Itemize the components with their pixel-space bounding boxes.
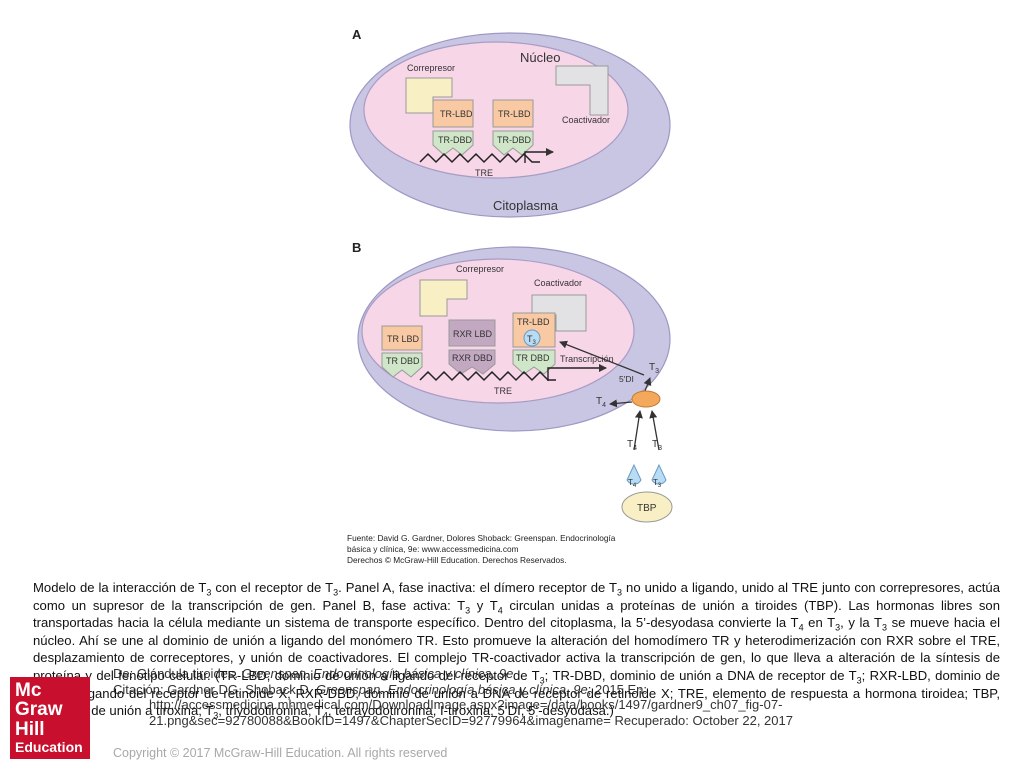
panel-b-tre-label: TRE [494, 386, 512, 396]
panel-b-label: B [352, 240, 361, 255]
panel-a-label: A [352, 27, 362, 42]
t3-bound-bubble [651, 463, 667, 485]
t3-entry-arrow [649, 410, 660, 451]
panel-b-tr-dbd-active [512, 349, 556, 375]
panel-b-transcription-label: Transcripción [560, 354, 614, 364]
panel-b-rxr-lbd [448, 319, 496, 347]
deiodinase-enzyme [631, 390, 661, 408]
panel-b-t3-label: T [649, 362, 655, 373]
panel-a-corepressor [405, 77, 453, 114]
panel-a-coactivator-label: Coactivador [562, 115, 610, 125]
source-line-3: Derechos © McGraw-Hill Education. Derech… [347, 555, 567, 565]
citation-line-1: De: Glándula tiroides. Greenspan. Endocr… [113, 666, 514, 681]
panel-b-corepressor [419, 279, 468, 317]
svg-text:T4: T4 [596, 396, 606, 409]
panel-b-tr-lbd-label: TR LBD [387, 334, 420, 344]
thyroid-hormone-diagram: A Núcleo Citoplasma Correpresor Coactiva… [347, 27, 673, 565]
t4-branch-arrow [609, 399, 633, 408]
citation-url-link[interactable]: http://accessmedicina.mhmedical.com/Down… [149, 697, 793, 728]
panel-a-tr-lbd-1-label: TR-LBD [440, 109, 473, 119]
deiodinase-label: 5'DI [619, 374, 634, 384]
tbp-protein [621, 491, 673, 523]
t3-bound-label: T [653, 478, 658, 487]
panel-b-tr-lbd [381, 325, 423, 351]
panel-b-transcription-arrow [547, 364, 607, 381]
panel-a-tr-dbd-1-label: TR-DBD [438, 135, 472, 145]
panel-a-nucleus-label: Núcleo [520, 50, 560, 65]
panel-a-cytoplasm-label: Citoplasma [493, 198, 559, 213]
panel-a-tr-dbd-2 [492, 130, 534, 156]
svg-text:T3: T3 [527, 334, 537, 346]
mcgraw-hill-logo: Mc Graw Hill Education [10, 677, 90, 759]
panel-b-tr-lbd-active-label: TR-LBD [517, 317, 550, 327]
panel-a-tr-lbd-1 [432, 99, 474, 128]
panel-b-dna [419, 370, 556, 382]
t4-bound-label: T [628, 478, 633, 487]
copyright-notice: Copyright © 2017 McGraw-Hill Education. … [113, 746, 448, 760]
panel-b-t3-in-receptor-label: T [527, 334, 533, 344]
panel-a-coactivator [555, 65, 609, 116]
panel-b-corepressor-label: Correpresor [456, 264, 504, 274]
source-line-1: Fuente: David G. Gardner, Dolores Shobac… [347, 533, 616, 543]
panel-a-tr-lbd-2-label: TR-LBD [498, 109, 531, 119]
svg-text:T3: T3 [653, 478, 662, 489]
panel-b-t3-in-receptor [523, 329, 541, 347]
figure-caption: Modelo de la interacción de T3 con el re… [33, 580, 1000, 721]
t3-to-nucleus-arrow [559, 340, 645, 376]
t3-circulating-label: T [652, 439, 658, 450]
svg-text:T4: T4 [627, 439, 637, 452]
panel-b-rxr-dbd [448, 349, 496, 375]
panel-a-corepressor-label: Correpresor [407, 63, 455, 73]
panel-a-tr-dbd-1 [432, 130, 474, 156]
panel-b-rxr-dbd-label: RXR DBD [452, 353, 493, 363]
panel-b-rxr-lbd-label: RXR LBD [453, 329, 493, 339]
panel-b-coactivator-label: Coactivador [534, 278, 582, 288]
panel-b-t4-label: T [596, 396, 602, 407]
panel-a-transcription-arrow [524, 148, 554, 163]
svg-text:T3: T3 [649, 362, 659, 375]
citation-line-2: Citación: Gardner DG, Shoback D. Greensp… [113, 681, 648, 697]
panel-b-tr-dbd [381, 352, 423, 378]
panel-b-tr-dbd-active-label: TR DBD [516, 353, 550, 363]
panel-a-dna [419, 152, 540, 164]
panel-a-tr-lbd-2 [492, 99, 534, 128]
t4-entry-arrow [633, 410, 643, 451]
svg-text:T3: T3 [652, 439, 662, 452]
panel-b-tr-dbd-label: TR DBD [386, 356, 420, 366]
deiodinase-to-t3-arrow [643, 377, 652, 392]
t4-circulating-label: T [627, 439, 633, 450]
panel-a-tre-label: TRE [475, 168, 493, 178]
citation-block: De: Glándula tiroides. Greenspan. Endocr… [113, 666, 873, 728]
tbp-label: TBP [637, 503, 657, 514]
t4-bound-bubble [626, 463, 642, 485]
panel-a-tr-dbd-2-label: TR-DBD [497, 135, 531, 145]
svg-text:T4: T4 [628, 478, 637, 489]
source-line-2: básica y clínica, 9e: www.accessmedicina… [347, 544, 519, 554]
